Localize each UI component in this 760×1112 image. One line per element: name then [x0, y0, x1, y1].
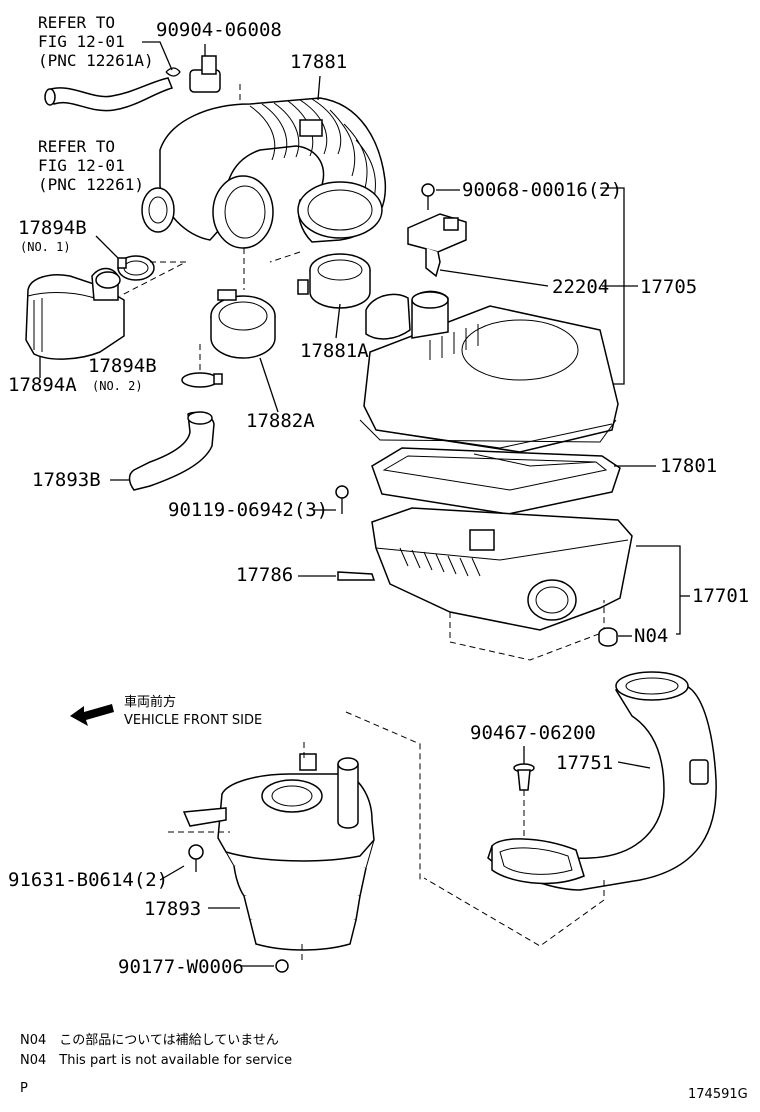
sensor-22204-drawing	[407, 213, 467, 278]
clamp-17882a-drawing	[210, 289, 276, 359]
label-17894b-no2-sub: (NO. 2)	[92, 379, 143, 393]
ref2-line1: REFER TO	[38, 137, 115, 156]
footer-left-mark: P	[20, 1081, 28, 1096]
label-17881: 17881	[290, 51, 347, 73]
dash-inlet	[423, 877, 605, 947]
label-90467-06200: 90467-06200	[470, 722, 596, 744]
clamp-17881a-drawing	[297, 253, 371, 309]
label-n04: N04	[634, 625, 668, 647]
label-17751: 17751	[556, 752, 613, 774]
figure-code: 174591G	[688, 1087, 748, 1102]
label-17894b-no1: 17894B	[18, 217, 87, 239]
air-inlet-17751-drawing	[487, 671, 717, 891]
air-cleaner-cap-drawing	[359, 290, 619, 453]
ref1-line1: REFER TO	[38, 13, 115, 32]
ref1-line3: (PNC 12261A)	[38, 51, 154, 70]
intake-hose-17881-drawing	[141, 97, 387, 249]
ref2-line3: (PNC 12261)	[38, 175, 144, 194]
leader-22204	[439, 269, 549, 287]
small-hose-drawing	[44, 77, 174, 112]
note-n04-en: N04 This part is not available for servi…	[20, 1053, 292, 1068]
dash-17881a	[269, 251, 301, 263]
label-90177-w0006: 90177-W0006	[118, 956, 244, 978]
clamp-17894b-no2-drawing	[181, 372, 223, 388]
dash-case-bottom	[449, 600, 605, 661]
label-17882a: 17882A	[246, 410, 315, 432]
leader-17881	[317, 75, 321, 101]
ref1-line2: FIG 12-01	[38, 32, 125, 51]
bolt-91631-drawing	[188, 844, 204, 872]
label-17786: 17786	[236, 564, 293, 586]
label-17894b-no2: 17894B	[88, 355, 157, 377]
label-17894b-no1-sub: (NO. 1)	[20, 240, 71, 254]
direction-label-en: VEHICLE FRONT SIDE	[124, 713, 262, 728]
label-91631-b0614: 91631-B0614(2)	[8, 869, 168, 891]
label-22204: 22204	[552, 276, 609, 298]
clip-90467-drawing	[513, 763, 535, 791]
ref2-line2: FIG 12-01	[38, 156, 125, 175]
part-17786-drawing	[337, 571, 376, 581]
label-90904-06008: 90904-06008	[156, 19, 282, 41]
clip-90904-drawing	[165, 55, 221, 93]
screw-90068-drawing	[421, 183, 435, 210]
leader-17881a	[335, 303, 341, 339]
clamp-17894b-no1-drawing	[117, 255, 155, 281]
leader-17882a	[259, 357, 279, 413]
leader-17751	[617, 761, 651, 769]
label-17893: 17893	[144, 898, 201, 920]
label-17894a: 17894A	[8, 374, 77, 396]
label-17881a: 17881A	[300, 340, 369, 362]
label-17705: 17705	[640, 276, 697, 298]
reference-block-1: REFER TO FIG 12-01 (PNC 12261A)	[38, 13, 154, 70]
label-17701: 17701	[692, 585, 749, 607]
grommet-n04-drawing	[598, 627, 618, 647]
resonator-17894a-drawing	[25, 267, 125, 360]
arrow-left-icon	[70, 704, 114, 726]
note-n04-jp: N04 この部品については補給していません	[20, 1033, 279, 1048]
leader-ref1	[142, 41, 173, 71]
clip-90177-drawing	[275, 959, 289, 973]
dash-resonator-inlet	[345, 711, 421, 880]
reference-block-2: REFER TO FIG 12-01 (PNC 12261)	[38, 137, 144, 194]
dash-17894b	[119, 261, 187, 297]
label-90068-00016: 90068-00016(2)	[462, 179, 622, 201]
label-17893b: 17893B	[32, 469, 101, 491]
hose-17893b-drawing	[128, 411, 215, 491]
front-direction-arrow: 車両前方 VEHICLE FRONT SIDE	[70, 694, 262, 728]
air-cleaner-case-drawing	[371, 507, 633, 631]
filter-element-17801-drawing	[371, 447, 621, 515]
label-17801: 17801	[660, 455, 717, 477]
leader-91631	[159, 865, 185, 881]
bolt-90119-drawing	[335, 485, 349, 514]
direction-label-jp: 車両前方	[124, 694, 176, 710]
resonator-17893-drawing	[182, 753, 375, 951]
label-90119-06942: 90119-06942(3)	[168, 499, 328, 521]
bracket-17701	[636, 545, 681, 635]
